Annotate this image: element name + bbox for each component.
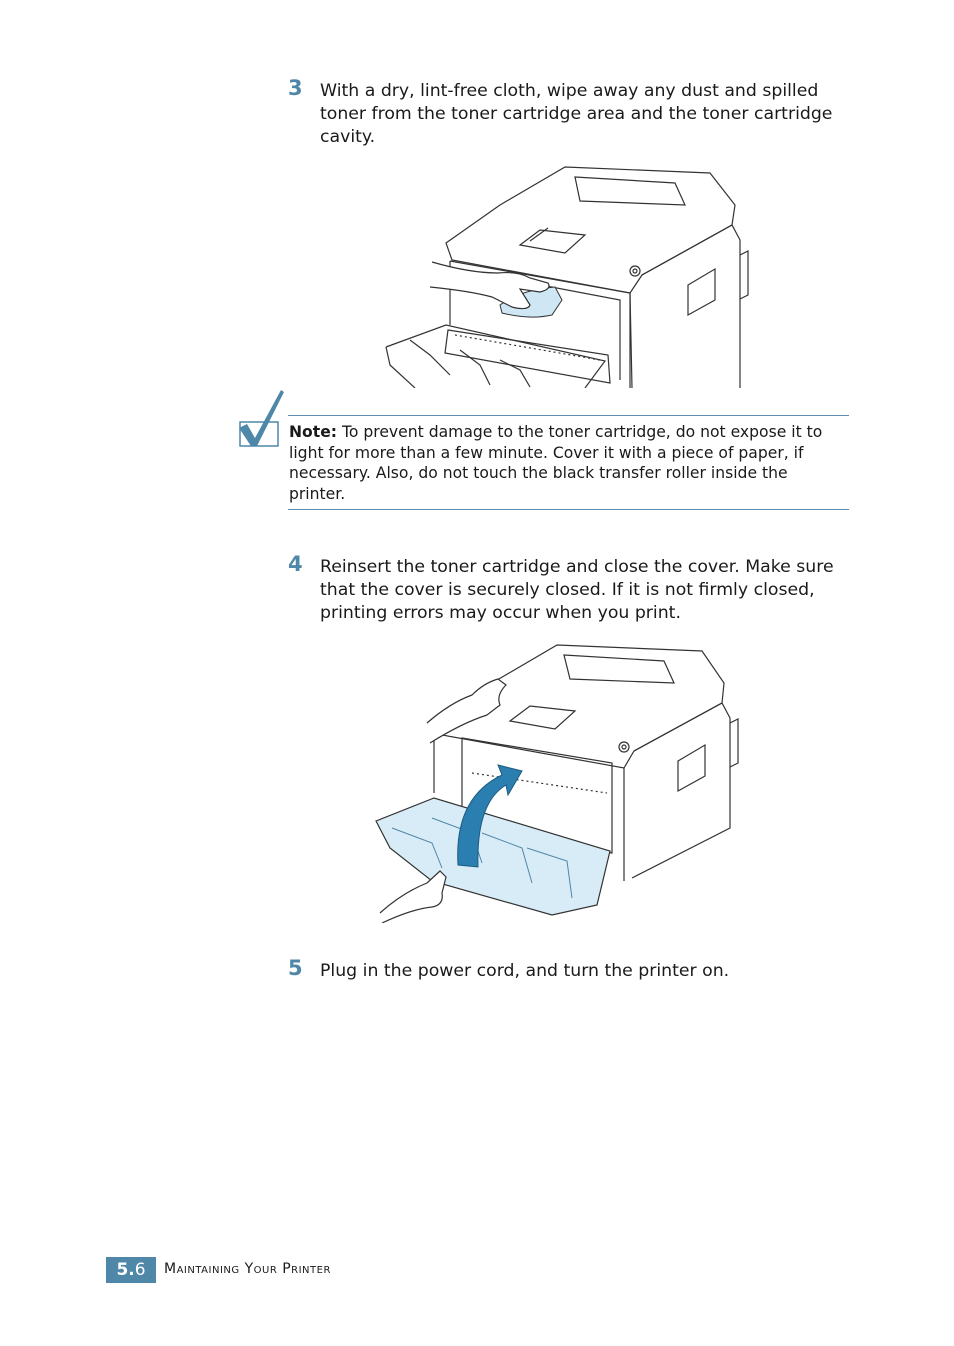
note-checkmark-icon xyxy=(239,390,284,447)
step-number: 4 xyxy=(288,552,303,576)
chapter-title: Maintaining Your Printer xyxy=(164,1261,331,1277)
step-3: 3 With a dry, lint-free cloth, wipe away… xyxy=(288,76,848,149)
chapter-number: 5. xyxy=(116,1260,135,1280)
step-text: With a dry, lint-free cloth, wipe away a… xyxy=(320,81,833,147)
note-body: To prevent damage to the toner cartridge… xyxy=(289,423,823,503)
printer-close-cover-illustration xyxy=(375,644,739,923)
note-label: Note: xyxy=(289,423,338,441)
step-5: 5 Plug in the power cord, and turn the p… xyxy=(288,956,848,983)
page-number-badge: 5.6 xyxy=(106,1257,156,1283)
page-number: 6 xyxy=(134,1260,146,1280)
step-4: 4 Reinsert the toner cartridge and close… xyxy=(288,552,848,625)
step-text: Plug in the power cord, and turn the pri… xyxy=(320,961,730,981)
note-box: Note: To prevent damage to the toner car… xyxy=(288,415,849,510)
step-text: Reinsert the toner cartridge and close t… xyxy=(320,557,834,623)
step-number: 3 xyxy=(288,76,303,100)
printer-cleaning-illustration xyxy=(385,166,749,388)
note-text-block: Note: To prevent damage to the toner car… xyxy=(289,422,845,504)
step-number: 5 xyxy=(288,956,303,980)
